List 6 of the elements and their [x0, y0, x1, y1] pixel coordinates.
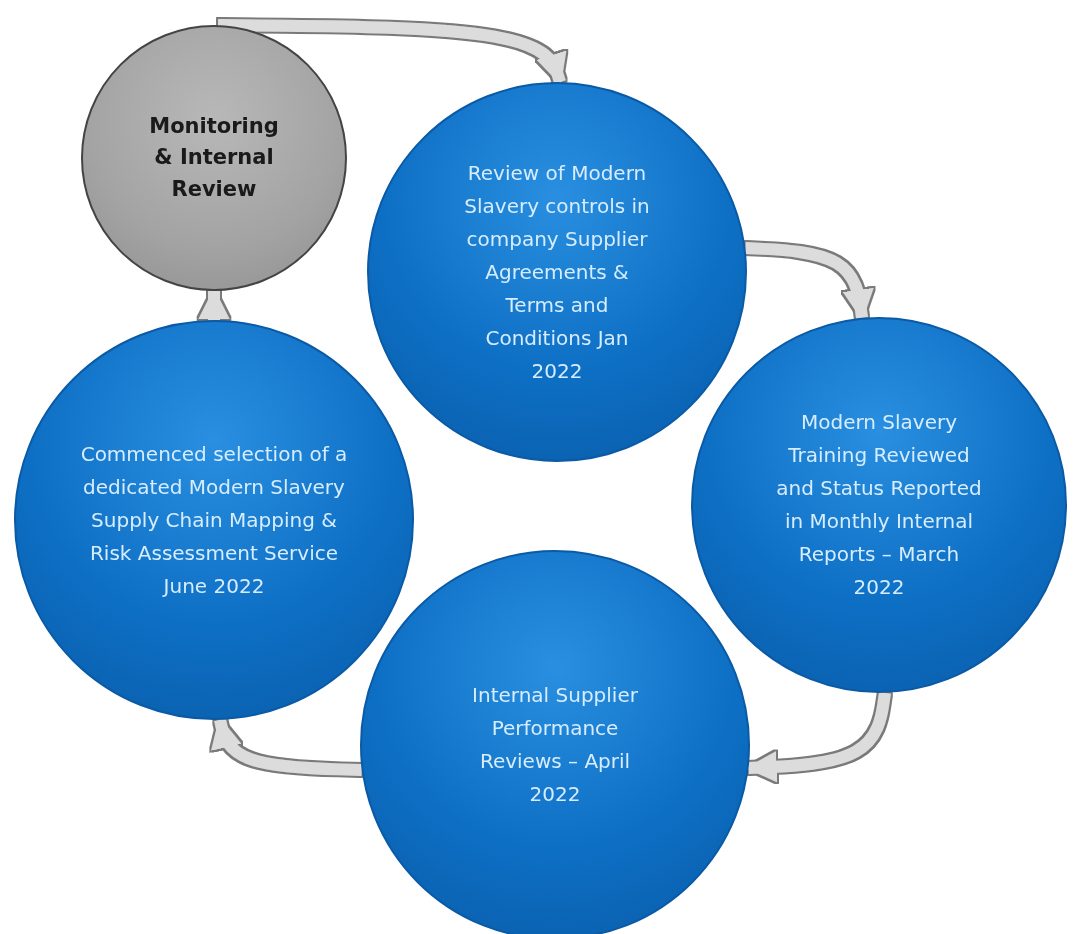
node-text: Monitoring & Internal Review	[148, 112, 280, 203]
node-text: Modern Slavery Training Reviewed and Status Reported in Monthly Internal Reports – March 2022	[775, 409, 983, 601]
block-arrow	[745, 242, 874, 321]
node-text: Commenced selection of a dedicated Modern Slavery Supply Chain Mapping & Risk Assessment Service June 2022	[79, 440, 349, 600]
node-text: Internal Supplier Performance Reviews – April 2022	[471, 682, 639, 808]
node-text: Review of Modern Slavery controls in company Supplier Agreements & Terms and Conditions Jan 2022	[463, 159, 651, 385]
